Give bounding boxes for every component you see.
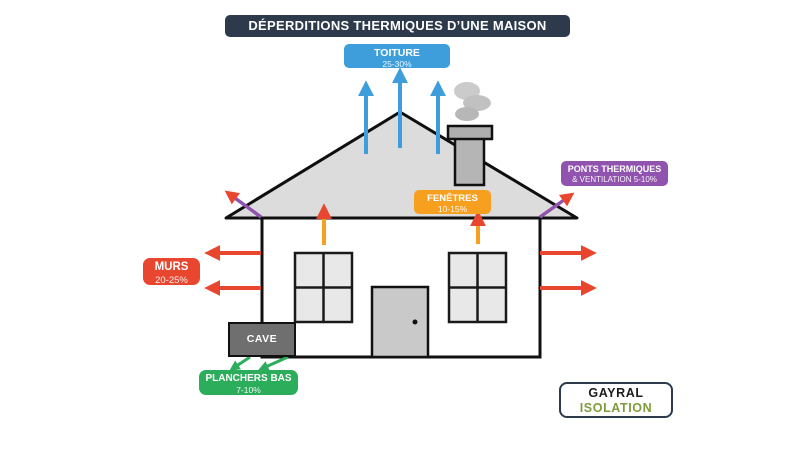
ponts-thermiques-range: & VENTILATION 5-10% (572, 174, 657, 184)
roof-loss-arrows (358, 67, 446, 154)
smoke-icon (454, 82, 491, 121)
window-right (447, 251, 508, 324)
murs-name: MURS (154, 261, 189, 273)
toiture-name: TOITURE (374, 47, 420, 59)
fenetres-range: 10-15% (437, 204, 468, 215)
planchers-bas-label: PLANCHERS BAS 7-10% (199, 370, 298, 395)
toiture-label: TOITURE 25-30% (344, 44, 450, 70)
ponts-thermiques-label: PONTS THERMIQUES & VENTILATION 5-10% (561, 161, 668, 186)
toiture-range: 25-30% (382, 59, 412, 70)
fenetres-label: FENÊTRES 10-15% (414, 190, 491, 214)
murs-range: 20-25% (155, 274, 188, 286)
fenetres-name: FENÊTRES (427, 193, 478, 204)
chimney (446, 124, 494, 187)
planchers-bas-range: 7-10% (236, 384, 261, 395)
wall-loss-arrows (204, 245, 597, 296)
cave-label: CAVE (228, 322, 296, 357)
diagram-title: DÉPERDITIONS THERMIQUES D’UNE MAISON (225, 15, 570, 37)
window-left (293, 251, 354, 324)
planchers-bas-name: PLANCHERS BAS (205, 373, 292, 384)
brand-subtitle: ISOLATION (579, 401, 653, 415)
floor-loss-arrows (229, 355, 289, 371)
brand-name: GAYRAL (588, 386, 644, 400)
thermal-bridge-arrows (224, 190, 575, 219)
ponts-thermiques-name: PONTS THERMIQUES (567, 164, 662, 174)
door (370, 285, 430, 359)
window-loss-arrows (316, 203, 486, 245)
murs-label: MURS 20-25% (143, 258, 200, 286)
brand-logo: GAYRAL ISOLATION (559, 382, 673, 418)
door-knob (412, 319, 418, 325)
